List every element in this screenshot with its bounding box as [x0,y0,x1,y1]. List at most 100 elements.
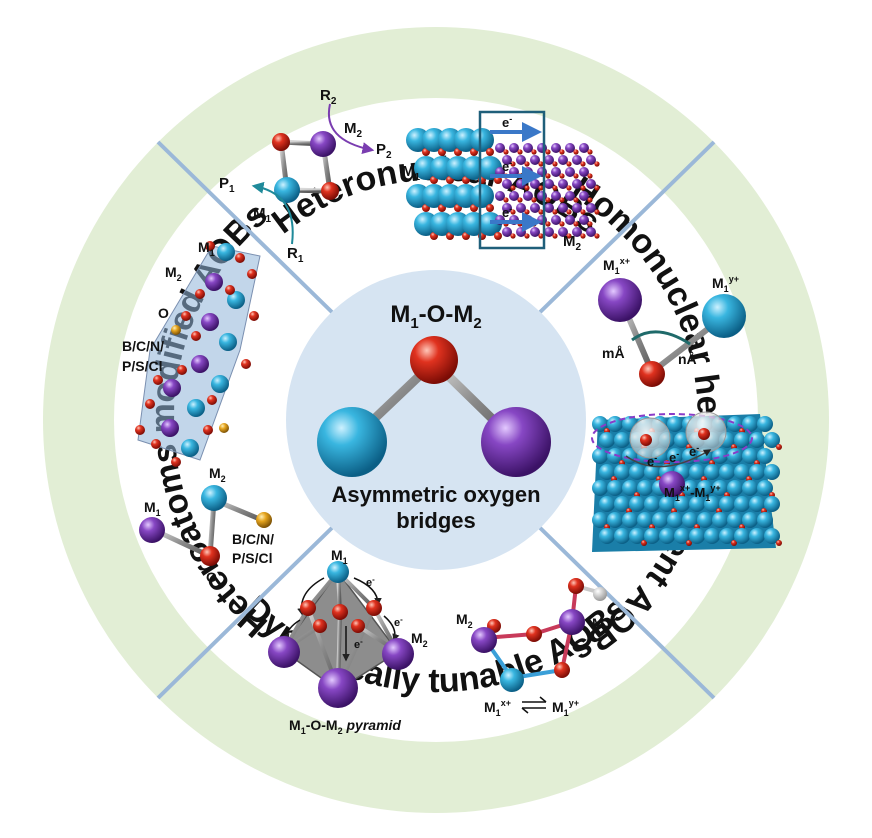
lattice-atom [641,540,647,546]
lattice-atom [502,155,512,165]
label-p1: P1 [219,175,235,195]
label-lattice-m1: M1 [402,163,421,183]
lattice-atom [502,227,512,237]
lattice-atom [734,432,750,448]
lattice-atom [629,496,645,512]
m1-y-atom [702,294,746,338]
lattice-atom [195,289,205,299]
lattice-atom [531,149,537,155]
small-dopant-atom [256,512,272,528]
lattice-atom [573,149,579,155]
pyramid-m2-left [268,636,300,668]
lattice-atom [151,439,161,449]
lattice-atom [153,375,163,385]
lattice-atom [652,512,668,528]
label-r2: R2 [320,87,337,107]
lattice-atom [607,448,623,464]
hydrogen-atom [593,587,607,601]
lattice-atom [572,155,582,165]
lattice-atom [544,155,554,165]
surface-slab [591,411,782,552]
divider-top-right [530,140,716,322]
lattice-atom [566,161,572,167]
lattice-atom [566,209,572,215]
lattice-atom [682,480,698,496]
lattice-atom [704,528,720,544]
lattice-atom [592,416,608,432]
lattice-atom [579,191,589,201]
lattice-atom [545,197,551,203]
label-electron-3: e- [502,204,512,220]
lattice-atom [510,233,516,239]
lattice-atom [551,215,561,225]
lattice-atom [592,512,608,528]
label-dyn-eq-left: M1x+ [484,698,511,718]
lattice-atom [734,496,750,512]
lattice-atom [712,480,728,496]
lattice-atom [171,457,181,467]
lattice-atom [674,528,690,544]
lattice-atom [757,480,773,496]
lattice-atom [587,149,593,155]
lattice-atom [191,331,201,341]
lattice-atom [727,416,743,432]
lattice-atom [719,464,735,480]
homonuclear-molecule [598,278,746,387]
lattice-atom [764,528,780,544]
lattice-atom [667,416,683,432]
lattice-atom [211,375,229,393]
lattice-atom [686,540,692,546]
lattice-atom [538,185,544,191]
lattice-atom [530,155,540,165]
lattice-atom [587,173,593,179]
lattice-atom [580,161,586,167]
label-pyr-electron-1: e- [366,575,375,589]
lattice-atom [757,448,773,464]
lattice-atom [486,204,494,212]
lattice-atom [552,233,558,239]
lattice-atom [551,143,561,153]
lattice-atom [225,285,235,295]
lattice-atom [551,191,561,201]
lattice-atom [572,227,582,237]
lattice-atom [510,161,516,167]
pyramid-apex-m1 [327,561,349,583]
lattice-atom [697,512,713,528]
lattice-atom [599,528,615,544]
lattice-atom [145,399,155,409]
lattice-atom [659,528,675,544]
lattice-atom [579,215,589,225]
label-surface-species: M1x+-M1y+ [664,483,721,503]
lattice-atom [524,185,530,191]
lattice-atom [524,233,530,239]
lattice-atom [712,512,728,528]
center-oxygen-atom [410,336,458,384]
lattice-atom [776,540,782,546]
lattice-atom [667,448,683,464]
lattice-atom [594,233,600,239]
lattice-atom [205,241,215,251]
lattice-atom [502,179,512,189]
small-oxygen-atom [200,546,220,566]
lattice-atom [509,191,519,201]
lattice-atom [181,311,191,321]
lattice-atom [586,155,596,165]
lattice-atom [614,528,630,544]
lattice-atom [545,149,551,155]
lattice-atom [704,496,720,512]
label-m-angstrom: mÅ [602,345,625,361]
label-pyr-electron-3: e- [354,637,363,651]
lattice-atom [227,291,245,309]
lattice-atom [607,416,623,432]
lattice-atom [764,496,780,512]
lattice-atom [516,203,526,213]
center-caption-line2: bridges [396,508,475,533]
label-lattice-m2: M2 [563,233,582,253]
dyn-m2-right [559,609,585,635]
lattice-atom [629,528,645,544]
lattice-atom [734,464,750,480]
dyn-m2-left [471,627,497,653]
lattice-atom [742,480,758,496]
lattice-atom [719,528,735,544]
lattice-atom [731,540,737,546]
